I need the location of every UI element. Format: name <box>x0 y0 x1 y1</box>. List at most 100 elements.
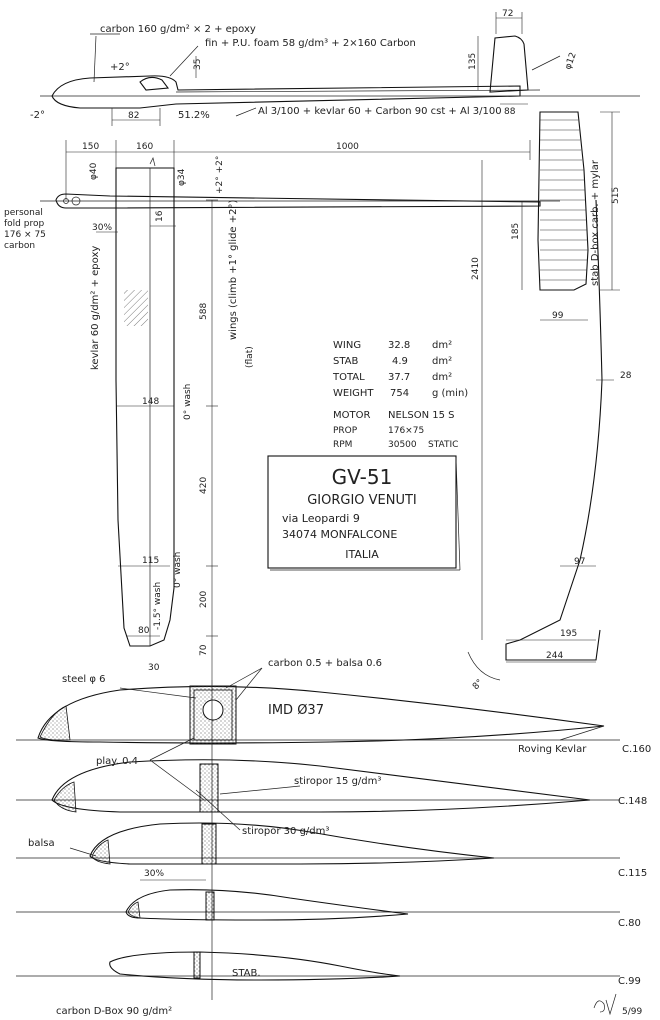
dim-28: 28 <box>620 371 632 381</box>
balsa-label: balsa <box>28 838 55 849</box>
spec-label: MOTOR <box>333 410 370 421</box>
wash15: -1.5° wash <box>153 582 163 630</box>
spec-label: WING <box>333 340 361 351</box>
chord-148: 148 <box>142 397 159 407</box>
dim-97: 97 <box>574 557 585 567</box>
play-label: play. 0.4 <box>96 756 138 767</box>
spec-label: STAB <box>333 356 359 367</box>
stab-section-label: STAB. <box>232 968 261 979</box>
stiropor15-label: stiropor 15 g/dm³ <box>294 776 381 787</box>
wash0: 0° wash <box>183 384 193 420</box>
dim-195: 195 <box>560 629 577 639</box>
roving-label: Roving Kevlar <box>518 744 587 755</box>
stab-note: stab D-box carb. + mylar <box>590 159 601 286</box>
fin-note: fin + P.U. foam 58 g/dm³ + 2×160 Carbon <box>205 38 416 49</box>
spec-unit: dm² <box>432 356 452 367</box>
section-c80: C.80 <box>618 918 641 929</box>
top-view <box>40 156 560 680</box>
wash0b: 0° wash <box>173 552 183 588</box>
spec-unit: g (min) <box>432 388 468 399</box>
angle-8: 8° <box>471 678 485 692</box>
dim-82: 82 <box>128 111 139 121</box>
dim-72: 72 <box>502 9 513 19</box>
dim-135: 135 <box>468 53 478 70</box>
kevlar-patch <box>124 290 148 326</box>
dim-160: 160 <box>136 142 153 152</box>
dim-51-2: 51.2% <box>178 110 210 121</box>
dim-phi12: φ12 <box>563 51 578 71</box>
street: via Leopardi 9 <box>282 512 360 525</box>
spec-value: 30500 <box>388 440 417 450</box>
section-c115: C.115 <box>618 868 647 879</box>
wings-note: wings (climb +1° glide +2°) <box>228 200 239 340</box>
spec-value: NELSON 15 S <box>388 410 455 421</box>
stiropor30-label: stiropor 30 g/dm³ <box>242 826 329 837</box>
dim-515: 515 <box>611 187 621 204</box>
dim-99: 99 <box>552 311 564 321</box>
dim-244: 244 <box>546 651 563 661</box>
prop-note: personal fold prop 176 × 75 carbon <box>4 208 46 251</box>
dim-70: 70 <box>199 644 209 656</box>
spec-label: TOTAL <box>332 372 365 383</box>
country: ITALIA <box>345 548 379 561</box>
airfoil-c148 <box>51 759 591 813</box>
spec-value: 32.8 <box>388 340 410 351</box>
spec-value: 4.9 <box>392 356 408 367</box>
fin-outline <box>505 199 603 661</box>
fin <box>489 35 529 93</box>
spec-unit: dm² <box>432 372 452 383</box>
airfoil-c115 <box>89 822 495 865</box>
spec-value: 37.7 <box>388 372 410 383</box>
designer-name: GIORGIO VENUTI <box>307 493 417 508</box>
pct30-section: 30% <box>144 869 164 879</box>
chord-80: 80 <box>138 626 150 636</box>
spec-unit: dm² <box>432 340 452 351</box>
angle-minus2: -2° <box>30 110 45 121</box>
dim-588: 588 <box>199 303 209 320</box>
spec-table: WING 32.8 dm² STAB 4.9 dm² TOTAL 37.7 dm… <box>332 340 468 450</box>
signature-date: 5/99 <box>622 1007 642 1017</box>
section-c148: C.148 <box>618 796 647 807</box>
model-name: GV-51 <box>332 465 393 489</box>
section-c160: C.160 <box>622 744 651 755</box>
pct30-label: 30% <box>92 223 112 233</box>
dim-200: 200 <box>199 591 209 608</box>
kevlar-note: kevlar 60 g/dm² + epoxy <box>90 246 101 370</box>
spec-value: 176×75 <box>388 426 424 436</box>
incidence-label: +2° +2° <box>215 156 225 194</box>
tailboom-note: carbon 160 g/dm² × 2 + epoxy <box>100 24 256 35</box>
phi34-label: φ34 <box>177 168 187 186</box>
dim-150: 150 <box>82 142 99 152</box>
angle-plus2: +2° <box>110 62 130 73</box>
chord-115: 115 <box>142 556 159 566</box>
dim-16: 16 <box>155 210 165 222</box>
spec-label: WEIGHT <box>333 388 374 399</box>
dim-185: 185 <box>511 223 521 240</box>
dim-420: 420 <box>199 477 209 494</box>
section-c99: C.99 <box>618 976 641 987</box>
city: 34074 MONFALCONE <box>282 528 397 541</box>
airfoil-c80 <box>125 889 409 921</box>
wing-planform <box>115 167 175 647</box>
imd-label: IMD Ø37 <box>268 703 324 718</box>
stab-view <box>467 111 620 681</box>
dim-1000: 1000 <box>336 142 359 152</box>
planform-dimensions <box>65 140 531 200</box>
spec-label: PROP <box>333 426 358 436</box>
boom-note: Al 3/100 + kevlar 60 + Carbon 90 cst + A… <box>258 106 502 117</box>
spec-label: RPM <box>333 440 352 450</box>
dim-88: 88 <box>504 107 516 117</box>
dim-2410: 2410 <box>471 257 481 280</box>
chord-30: 30 <box>148 663 160 673</box>
dbox-note: carbon D-Box 90 g/dm² <box>56 1006 172 1017</box>
carbon-note: carbon 0.5 + balsa 0.6 <box>268 658 382 669</box>
flat-label: (flat) <box>245 346 255 368</box>
signature-mark <box>593 993 617 1016</box>
airfoil-sections <box>16 667 620 1000</box>
title-block <box>267 455 461 571</box>
spec-value: 754 <box>390 388 409 399</box>
phi40-label: φ40 <box>89 162 99 180</box>
stab-planform <box>537 111 589 291</box>
spec-unit: STATIC <box>428 440 458 450</box>
